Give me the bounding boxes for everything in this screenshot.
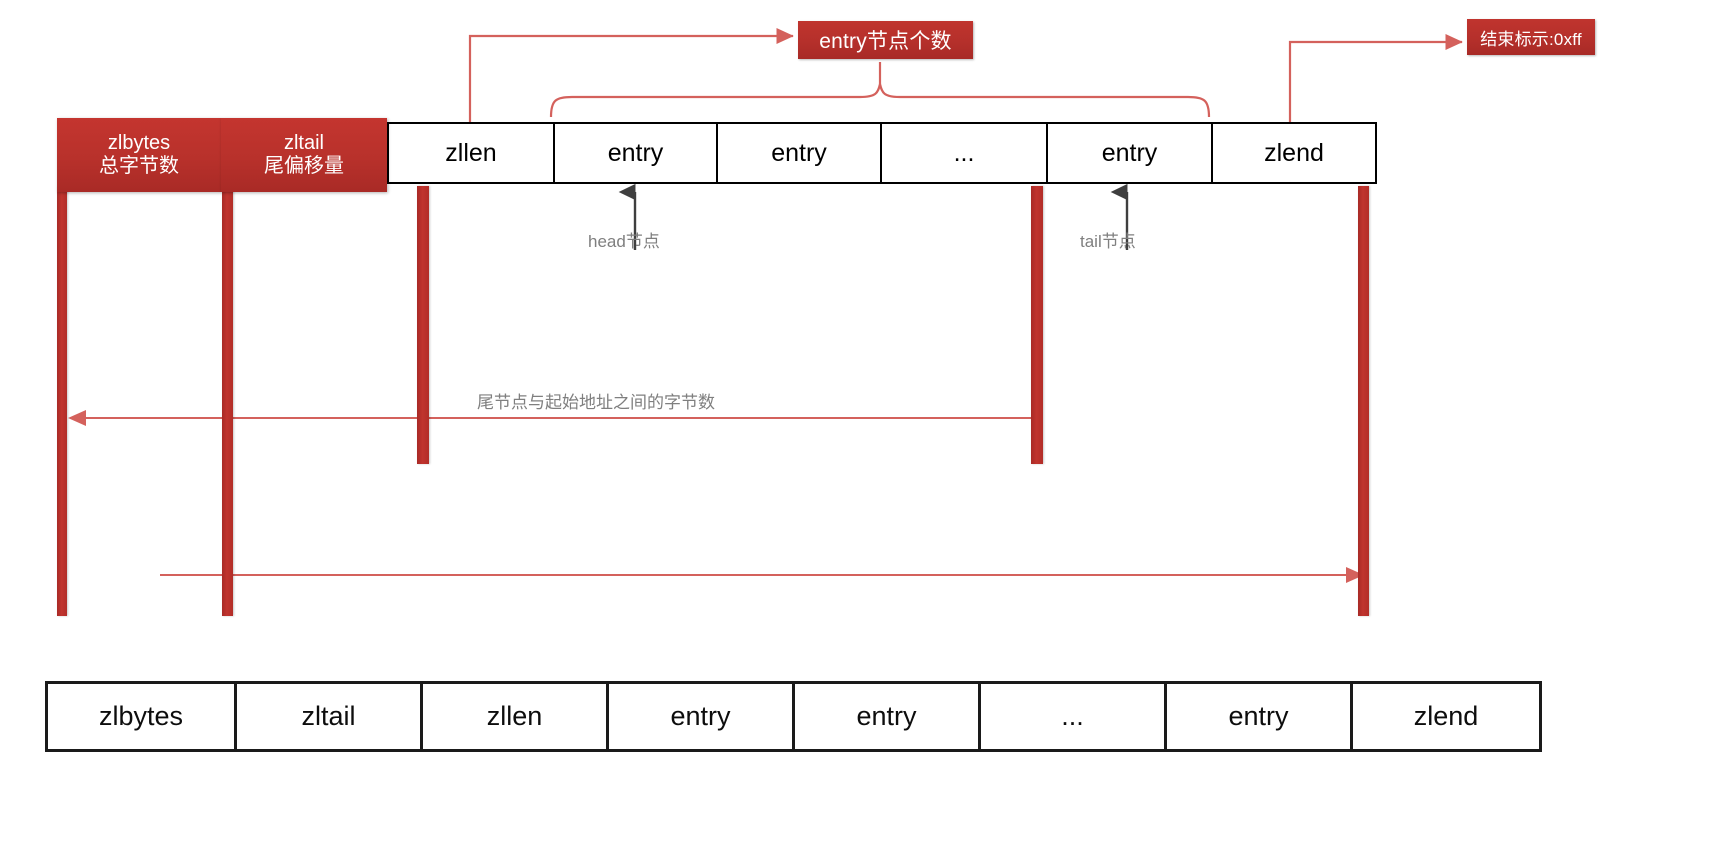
bottom-cell-zltail[interactable]: zltail — [237, 684, 423, 749]
guide-bar-tail-entry-start — [1031, 186, 1043, 464]
guide-bar-zlend-end — [1358, 186, 1369, 616]
bottom-cell-zlend[interactable]: zlend — [1353, 684, 1539, 749]
bottom-cell-entry-3-label: entry — [1228, 701, 1289, 731]
entries-brace — [549, 62, 1211, 118]
cell-zltail[interactable]: zltail 尾偏移量 — [221, 118, 387, 192]
note-tail-offset-span: 尾节点与起始地址之间的字节数 — [477, 393, 715, 412]
cell-zltail-spacer — [223, 124, 389, 182]
cell-entry-2[interactable]: entry — [718, 124, 882, 182]
cell-ellipsis-label: ... — [953, 138, 975, 167]
cell-entry-2-label: entry — [771, 138, 827, 167]
guide-bar-zlbytes-start — [57, 186, 67, 616]
bottom-cell-entry-1[interactable]: entry — [609, 684, 795, 749]
cell-entry-1-label: entry — [607, 138, 664, 167]
cell-ellipsis[interactable]: ... — [882, 124, 1048, 182]
bottom-cell-entry-3[interactable]: entry — [1167, 684, 1353, 749]
guide-bar-zltail-start — [222, 186, 233, 616]
zllen-callout-connector — [468, 27, 794, 123]
bottom-cell-zlbytes-label: zlbytes — [98, 701, 184, 731]
bottom-cell-zlbytes[interactable]: zlbytes — [48, 684, 237, 749]
bottom-cell-entry-2-label: entry — [856, 701, 917, 731]
note-tail-node: tail节点 — [1080, 232, 1136, 251]
cell-entry-1[interactable]: entry — [555, 124, 718, 182]
bottom-cell-entry-1-label: entry — [670, 701, 731, 731]
bottom-cell-zllen-label: zllen — [486, 701, 543, 731]
note-head-node: head节点 — [588, 232, 660, 251]
cell-zlend[interactable]: zlend — [1213, 124, 1375, 182]
bottom-cell-entry-2[interactable]: entry — [795, 684, 981, 749]
cell-zlbytes[interactable]: zlbytes 总字节数 — [57, 118, 221, 192]
cell-zlend-label: zlend — [1264, 138, 1324, 167]
cell-zltail-sublabel: 尾偏移量 — [264, 155, 344, 177]
bottom-cell-ellipsis-label: ... — [1061, 701, 1084, 731]
cell-zltail-label: zltail — [283, 132, 324, 154]
callout-zlend-flag[interactable]: 结束标示:0xff — [1467, 19, 1595, 55]
callout-entry-count[interactable]: entry节点个数 — [798, 21, 973, 59]
bottom-cell-zlend-label: zlend — [1413, 701, 1479, 731]
ziplist-header-red-cells: zlbytes 总字节数 zltail 尾偏移量 — [57, 118, 387, 192]
ziplist-strip-plain: zlbytes zltail zllen entry entry ... ent… — [45, 681, 1542, 752]
cell-zlbytes-sublabel: 总字节数 — [99, 155, 179, 177]
bottom-cell-zllen[interactable]: zllen — [423, 684, 609, 749]
cell-zllen[interactable]: zllen — [389, 124, 555, 182]
bottom-cell-zltail-label: zltail — [301, 701, 356, 731]
cell-zllen-label: zllen — [445, 138, 497, 167]
guide-bar-zllen-start — [417, 186, 429, 464]
cell-entry-3-label: entry — [1101, 138, 1158, 167]
bottom-cell-ellipsis[interactable]: ... — [981, 684, 1167, 749]
cell-zlbytes-label: zlbytes — [107, 132, 171, 154]
cell-entry-3[interactable]: entry — [1048, 124, 1213, 182]
zlend-callout-connector — [1288, 33, 1463, 122]
